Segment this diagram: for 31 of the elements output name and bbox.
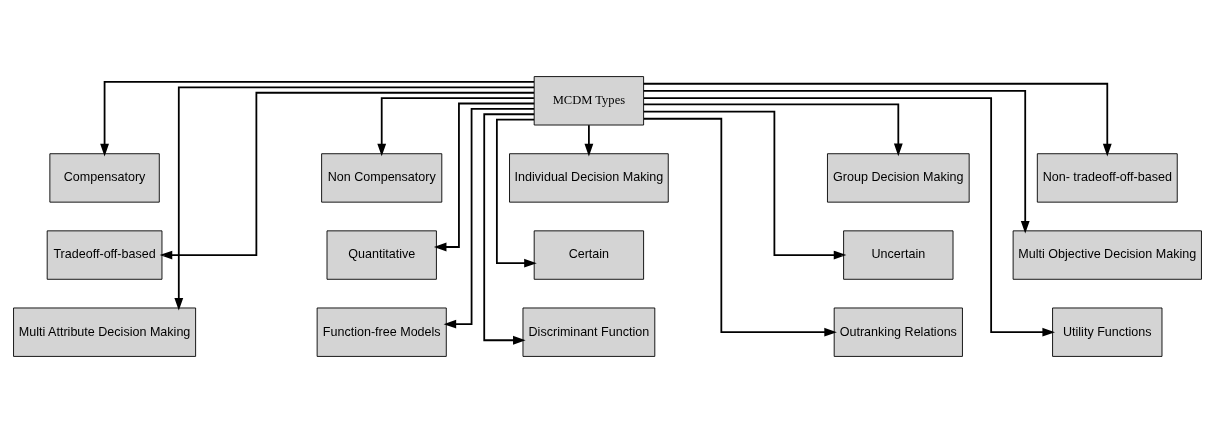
node-box: Multi Attribute Decision Making: [13, 307, 197, 357]
arrow: [495, 118, 537, 268]
arrow: [443, 107, 535, 329]
node-box: Certain: [533, 229, 645, 280]
node-box: MCDM Types: [533, 75, 645, 125]
arrow: [174, 85, 535, 311]
node-box: Individual Decision Making: [509, 152, 669, 203]
node-box: Uncertain: [843, 229, 954, 280]
arrow: [642, 89, 1030, 234]
arrow: [377, 96, 535, 156]
node-box: Non- tradeoff-off-based: [1036, 152, 1178, 203]
node-box: Utility Functions: [1052, 307, 1163, 357]
arrow: [433, 102, 536, 251]
node-box: Compensatory: [49, 152, 160, 203]
arrow: [642, 103, 903, 156]
arrow: [159, 91, 535, 259]
arrow: [100, 80, 535, 156]
arrow: [642, 110, 847, 259]
node-box: Tradeoff-off-based: [46, 229, 163, 280]
node-box: Multi Objective Decision Making: [1012, 229, 1202, 280]
arrow: [643, 117, 837, 337]
node-box: Quantitative: [326, 229, 437, 280]
arrow: [643, 96, 1055, 337]
arrow: [642, 82, 1112, 156]
node-box: Non Compensatory: [321, 152, 443, 203]
node-box: Outranking Relations: [833, 307, 963, 357]
node-box: Function-free Models: [316, 307, 447, 357]
node-box: Discriminant Function: [522, 307, 656, 357]
arrow: [584, 123, 594, 156]
arrow: [483, 112, 535, 345]
node-box: Group Decision Making: [827, 152, 970, 203]
